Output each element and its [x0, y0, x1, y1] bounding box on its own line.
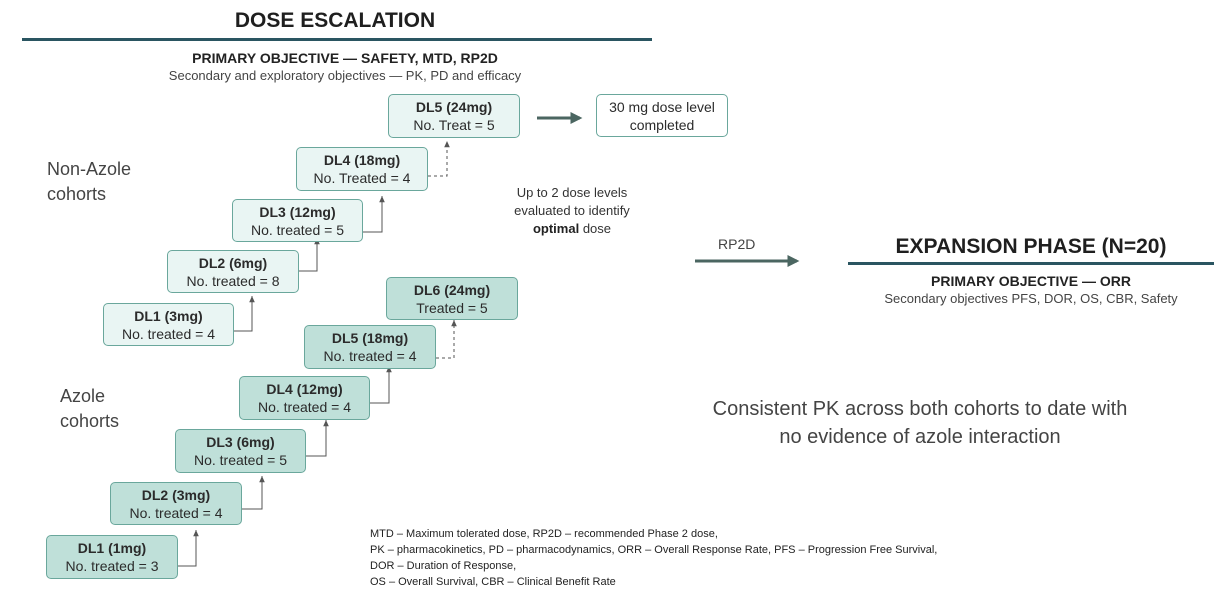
azole-dl1-box: DL1 (1mg) No. treated = 3 [46, 535, 178, 579]
non-azole-step-arrow-dashed-4 [428, 141, 450, 177]
non-azole-step-arrow-3 [363, 196, 385, 233]
expansion-objectives: PRIMARY OBJECTIVE — ORR Secondary object… [848, 272, 1214, 307]
optimal-note-line1: Up to 2 dose levels [516, 185, 628, 200]
azole-label-line1: Azole [60, 386, 106, 406]
non-azole-dl3-box: DL3 (12mg) No. treated = 5 [232, 199, 363, 242]
azole-dl3-box: DL3 (6mg) No. treated = 5 [175, 429, 306, 473]
dose-level-label: DL1 (3mg) [134, 307, 203, 324]
abbreviation-line: OS – Overall Survival, CBR – Clinical Be… [370, 576, 616, 588]
azole-step-arrow-4 [370, 366, 392, 404]
azole-dl4-box: DL4 (12mg) No. treated = 4 [239, 376, 370, 420]
dose-level-label: DL1 (1mg) [77, 540, 147, 556]
treated-count: No. treated = 4 [121, 325, 215, 342]
abbreviations-footnote: MTD – Maximum tolerated dose, RP2D – rec… [370, 526, 937, 590]
rp2d-arrow-label: RP2D [718, 236, 756, 252]
dose-level-label: DL5 (24mg) [415, 99, 493, 115]
non-azole-step-arrow-2 [299, 238, 320, 272]
dose-escalation-rule [22, 38, 652, 41]
optimal-note-line3: optimal dose [497, 220, 647, 238]
completed-line1: 30 mg dose level [609, 98, 715, 115]
azole-step-arrow-dashed-5 [436, 320, 457, 359]
completed-line2: completed [629, 116, 695, 133]
treated-count: No. treated = 8 [186, 272, 280, 289]
non-azole-label-line1: Non-Azole [47, 159, 132, 179]
treated-count: No. treated = 5 [193, 452, 287, 468]
azole-dl2-box: DL2 (3mg) No. treated = 4 [110, 482, 242, 525]
dose-escalation-secondary-objectives: Secondary and exploratory objectives — P… [168, 68, 522, 83]
dose-level-label: DL6 (24mg) [413, 281, 491, 298]
azole-dl6-box: DL6 (24mg) Treated = 5 [386, 277, 518, 320]
non-azole-dl5-box: DL5 (24mg) No. Treat = 5 [388, 94, 520, 138]
expansion-secondary-objectives: Secondary objectives PFS, DOR, OS, CBR, … [884, 291, 1178, 306]
azole-cohorts-label: Azole cohorts [60, 384, 119, 434]
dose-level-label: DL4 (12mg) [266, 381, 343, 397]
dose-escalation-title: DOSE ESCALATION [234, 9, 436, 32]
pk-statement-line2: no evidence of azole interaction [779, 426, 1061, 448]
dose-level-label: DL5 (18mg) [331, 330, 409, 346]
dose-level-label: DL3 (12mg) [259, 203, 336, 220]
azole-step-arrow-2 [242, 476, 265, 510]
azole-step-arrow-1 [178, 530, 199, 567]
treated-count: No. treated = 4 [323, 348, 417, 364]
dose-escalation-primary-objective: PRIMARY OBJECTIVE — SAFETY, MTD, RP2D [192, 50, 498, 66]
dose-level-label: DL3 (6mg) [206, 434, 275, 450]
dose-level-label: DL2 (6mg) [198, 254, 268, 271]
abbreviation-line: DOR – Duration of Response, [370, 560, 517, 572]
non-azole-step-arrow-1 [234, 296, 255, 332]
dose-level-completed-box: 30 mg dose level completed [596, 94, 728, 137]
abbreviation-line: MTD – Maximum tolerated dose, RP2D – rec… [370, 528, 718, 540]
pk-statement: Consistent PK across both cohorts to dat… [660, 395, 1180, 451]
azole-label-line2: cohorts [60, 411, 120, 431]
non-azole-dl4-box: DL4 (18mg) No. Treated = 4 [296, 147, 428, 191]
non-azole-cohorts-label: Non-Azole cohorts [47, 157, 131, 207]
pk-statement-line1: Consistent PK across both cohorts to dat… [712, 398, 1128, 420]
treated-count: Treated = 5 [416, 299, 488, 316]
dose-escalation-objectives: PRIMARY OBJECTIVE — SAFETY, MTD, RP2D Se… [100, 49, 590, 84]
optimal-note-line2: evaluated to identify [514, 203, 630, 218]
treated-count: No. treated = 5 [250, 221, 344, 238]
non-azole-dl2-box: DL2 (6mg) No. treated = 8 [167, 250, 299, 293]
expansion-phase-title: EXPANSION PHASE (N=20) [895, 235, 1167, 258]
dose-level-label: DL2 (3mg) [141, 486, 211, 503]
optimal-dose-note: Up to 2 dose levels evaluated to identif… [497, 184, 647, 238]
azole-dl5-box: DL5 (18mg) No. treated = 4 [304, 325, 436, 369]
abbreviation-line: PK – pharmacokinetics, PD – pharmacodyna… [370, 544, 938, 556]
expansion-phase-rule [848, 262, 1214, 265]
treated-count: No. treated = 3 [65, 558, 159, 574]
treated-count: No. treated = 4 [129, 504, 223, 521]
optimal-note-rest: dose [579, 221, 612, 236]
azole-step-arrow-3 [306, 420, 329, 457]
treated-count: No. Treat = 5 [413, 117, 495, 133]
treated-count: No. treated = 4 [257, 399, 351, 415]
non-azole-label-line2: cohorts [47, 184, 107, 204]
non-azole-dl1-box: DL1 (3mg) No. treated = 4 [103, 303, 234, 346]
dose-level-label: DL4 (18mg) [323, 152, 401, 168]
expansion-primary-objective: PRIMARY OBJECTIVE — ORR [931, 273, 1131, 289]
optimal-note-bold: optimal [532, 221, 580, 236]
treated-count: No. Treated = 4 [313, 170, 411, 186]
